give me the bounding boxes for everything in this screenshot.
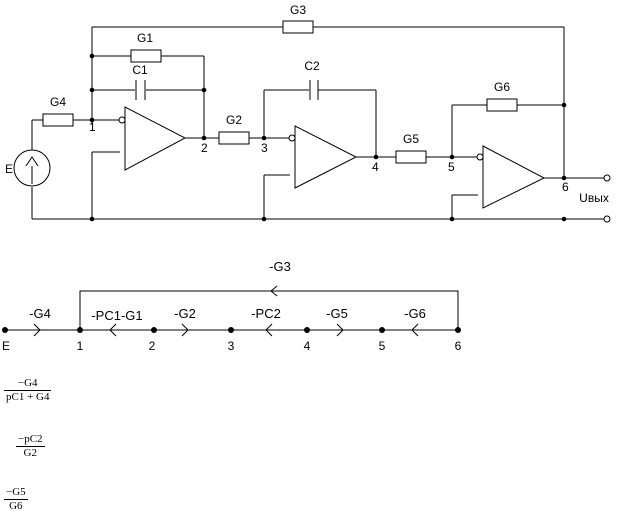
- formula-2-denominator: G2: [16, 446, 45, 460]
- graph-node-6: [455, 327, 461, 333]
- opamp-3: [482, 145, 546, 209]
- circuit-node-2: 2: [201, 141, 208, 155]
- branch-label-g4: -G4: [29, 306, 51, 321]
- g2-resistor: [218, 131, 250, 145]
- formula-2: −pC2 G2: [16, 433, 45, 460]
- g1-resistor: [130, 49, 162, 63]
- graph-node-3: [228, 327, 234, 333]
- output-terminal-bottom: [603, 215, 611, 223]
- circuit-node-6: 6: [562, 180, 569, 194]
- formula-1: −G4 pC1 + G4: [4, 377, 52, 404]
- g3-feedback-branch: [79, 290, 459, 330]
- g4-resistor: [42, 113, 74, 127]
- formula-3-numerator: −G5: [6, 486, 26, 498]
- label-g3: G3: [290, 3, 306, 17]
- circuit-node-5: 5: [448, 160, 455, 174]
- label-g6: G6: [494, 80, 510, 94]
- label-g5: G5: [403, 132, 419, 146]
- label-g2: G2: [226, 113, 242, 127]
- graph-node-label-4: 4: [304, 339, 311, 353]
- branch-label-pc2: -PC2: [251, 306, 281, 321]
- graph-feedback-label: -G3: [269, 259, 291, 274]
- formula-3: −G5 G6: [4, 486, 28, 513]
- output-terminal-top: [603, 174, 611, 182]
- branch-label-g6: -G6: [404, 306, 426, 321]
- graph-node-e: [2, 327, 8, 333]
- label-output: Uвых: [579, 191, 609, 205]
- g3-resistor: [282, 20, 314, 34]
- graph-node-4: [304, 327, 310, 333]
- graph-node-2: [151, 327, 157, 333]
- label-g4: G4: [50, 95, 66, 109]
- graph-node-1: [77, 327, 83, 333]
- branch-label-g2: -G2: [174, 306, 196, 321]
- g6-resistor: [486, 98, 518, 112]
- opamp-1: [124, 106, 187, 171]
- branch-label-pc1-g1: -PC1-G1: [91, 308, 142, 323]
- formula-1-denominator: pC1 + G4: [4, 390, 52, 403]
- formula-1-numerator: −G4: [17, 377, 38, 389]
- circuit-node-1: 1: [89, 120, 96, 134]
- g5-resistor: [395, 150, 427, 164]
- opamp-2: [294, 125, 358, 189]
- graph-node-label-e: E: [2, 339, 10, 353]
- label-c2: C2: [304, 59, 320, 73]
- circuit-node-3: 3: [261, 141, 268, 155]
- graph-node-label-1: 1: [77, 339, 84, 353]
- graph-node-label-6: 6: [455, 339, 462, 353]
- graph-node-label-3: 3: [228, 339, 235, 353]
- graph-node-label-2: 2: [149, 339, 156, 353]
- formula-2-numerator: −pC2: [18, 433, 43, 445]
- branch-label-g5: -G5: [326, 306, 348, 321]
- formula-3-denominator: G6: [4, 499, 28, 513]
- label-c1: C1: [132, 63, 148, 77]
- graph-node-5: [379, 327, 385, 333]
- circuit-node-4: 4: [372, 160, 379, 174]
- label-g1: G1: [137, 31, 153, 45]
- label-source-e: E: [5, 162, 13, 176]
- graph-node-label-5: 5: [379, 339, 386, 353]
